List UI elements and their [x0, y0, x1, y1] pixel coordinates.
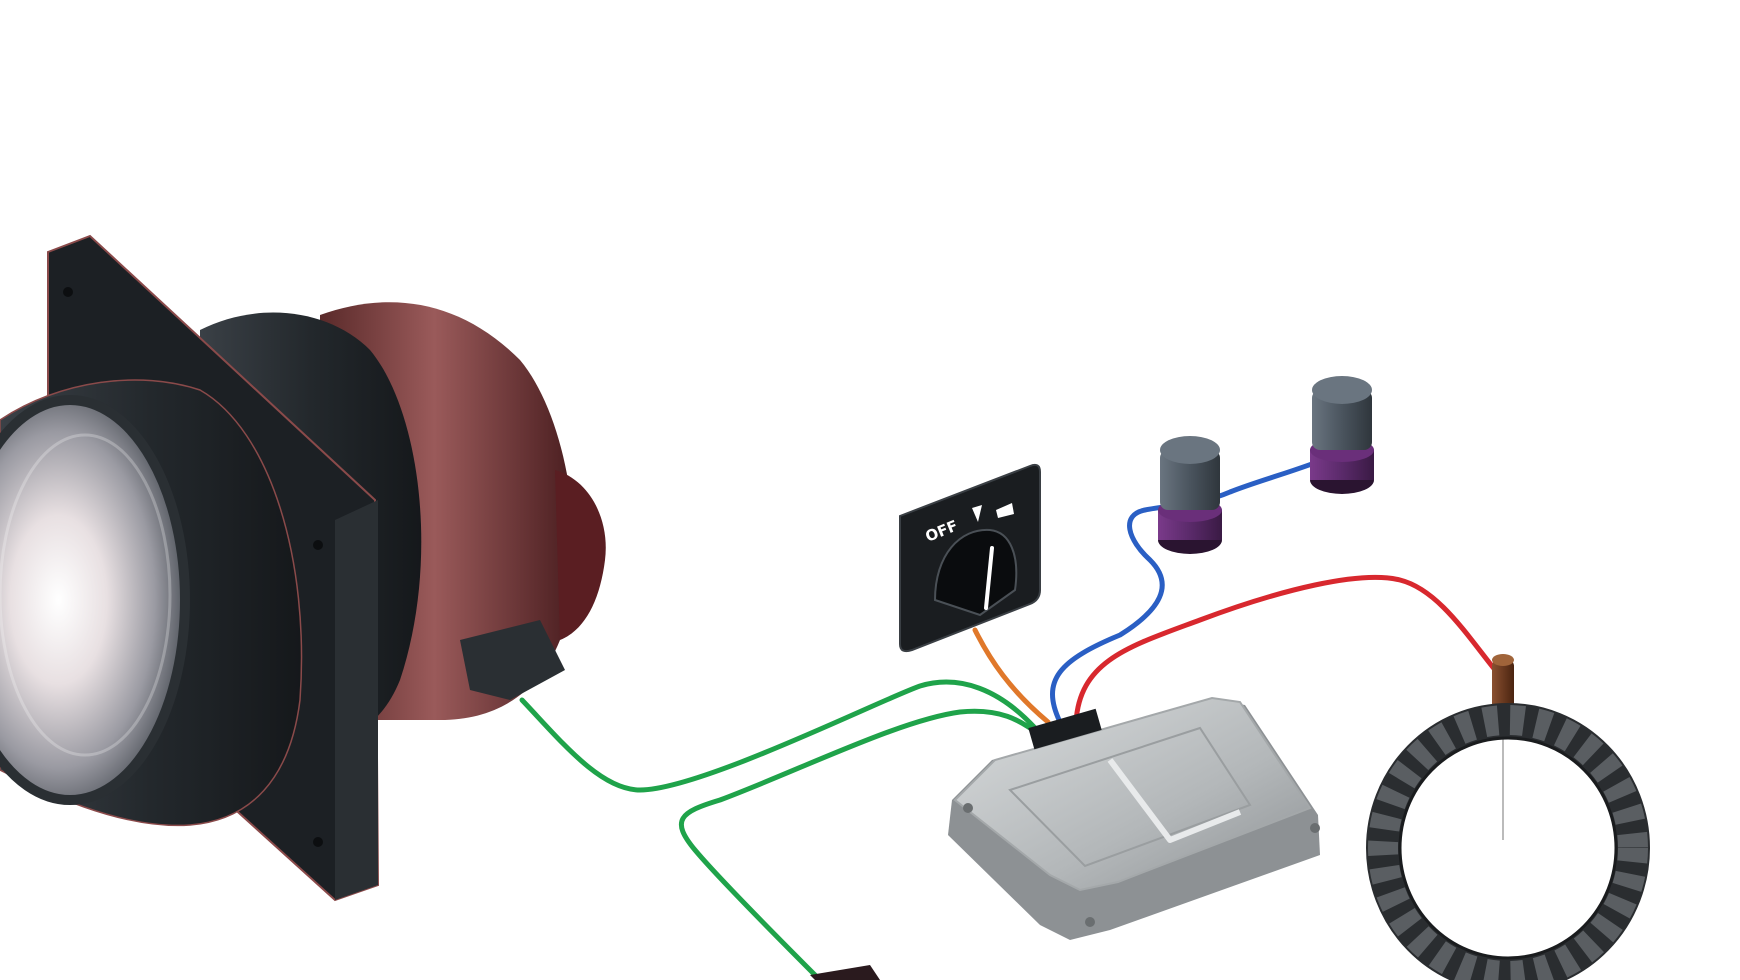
blue-wire: [1050, 452, 1338, 725]
tone-ring: [1366, 703, 1650, 980]
control-module: [948, 696, 1320, 940]
projector-bracket: [460, 620, 565, 700]
switch-knob: [933, 528, 1018, 617]
projector-flange-edge: [335, 500, 378, 900]
flange-hole: [63, 287, 73, 297]
park-light-icon: [972, 505, 982, 522]
level-sensor: [1158, 436, 1222, 554]
module-connector: [1028, 708, 1102, 750]
mount-hole: [963, 803, 973, 813]
light-switch-panel: OFF: [899, 463, 1041, 653]
speed-sensor: [1492, 654, 1514, 840]
mount-hole: [1085, 917, 1095, 927]
switch-pointer: [984, 546, 994, 610]
green-wire: [678, 708, 1043, 980]
projector-lens: [0, 395, 190, 805]
green-wire: [519, 679, 1038, 793]
module-logo: [1107, 758, 1242, 843]
orange-wire: [972, 627, 1051, 725]
red-wire: [1073, 574, 1503, 725]
projector-lens-highlight: [0, 433, 172, 757]
wire-harness: [519, 452, 1503, 980]
flange-hole: [313, 540, 323, 550]
projector-connector: [555, 470, 606, 640]
headlight-icon: [996, 503, 1014, 518]
mount-hole: [1310, 823, 1320, 833]
level-sensor: [1310, 376, 1374, 494]
lower-connector: [810, 965, 880, 980]
headlamp-projector: [0, 234, 606, 902]
module-panel: [1008, 726, 1252, 868]
flange-hole: [313, 837, 323, 847]
